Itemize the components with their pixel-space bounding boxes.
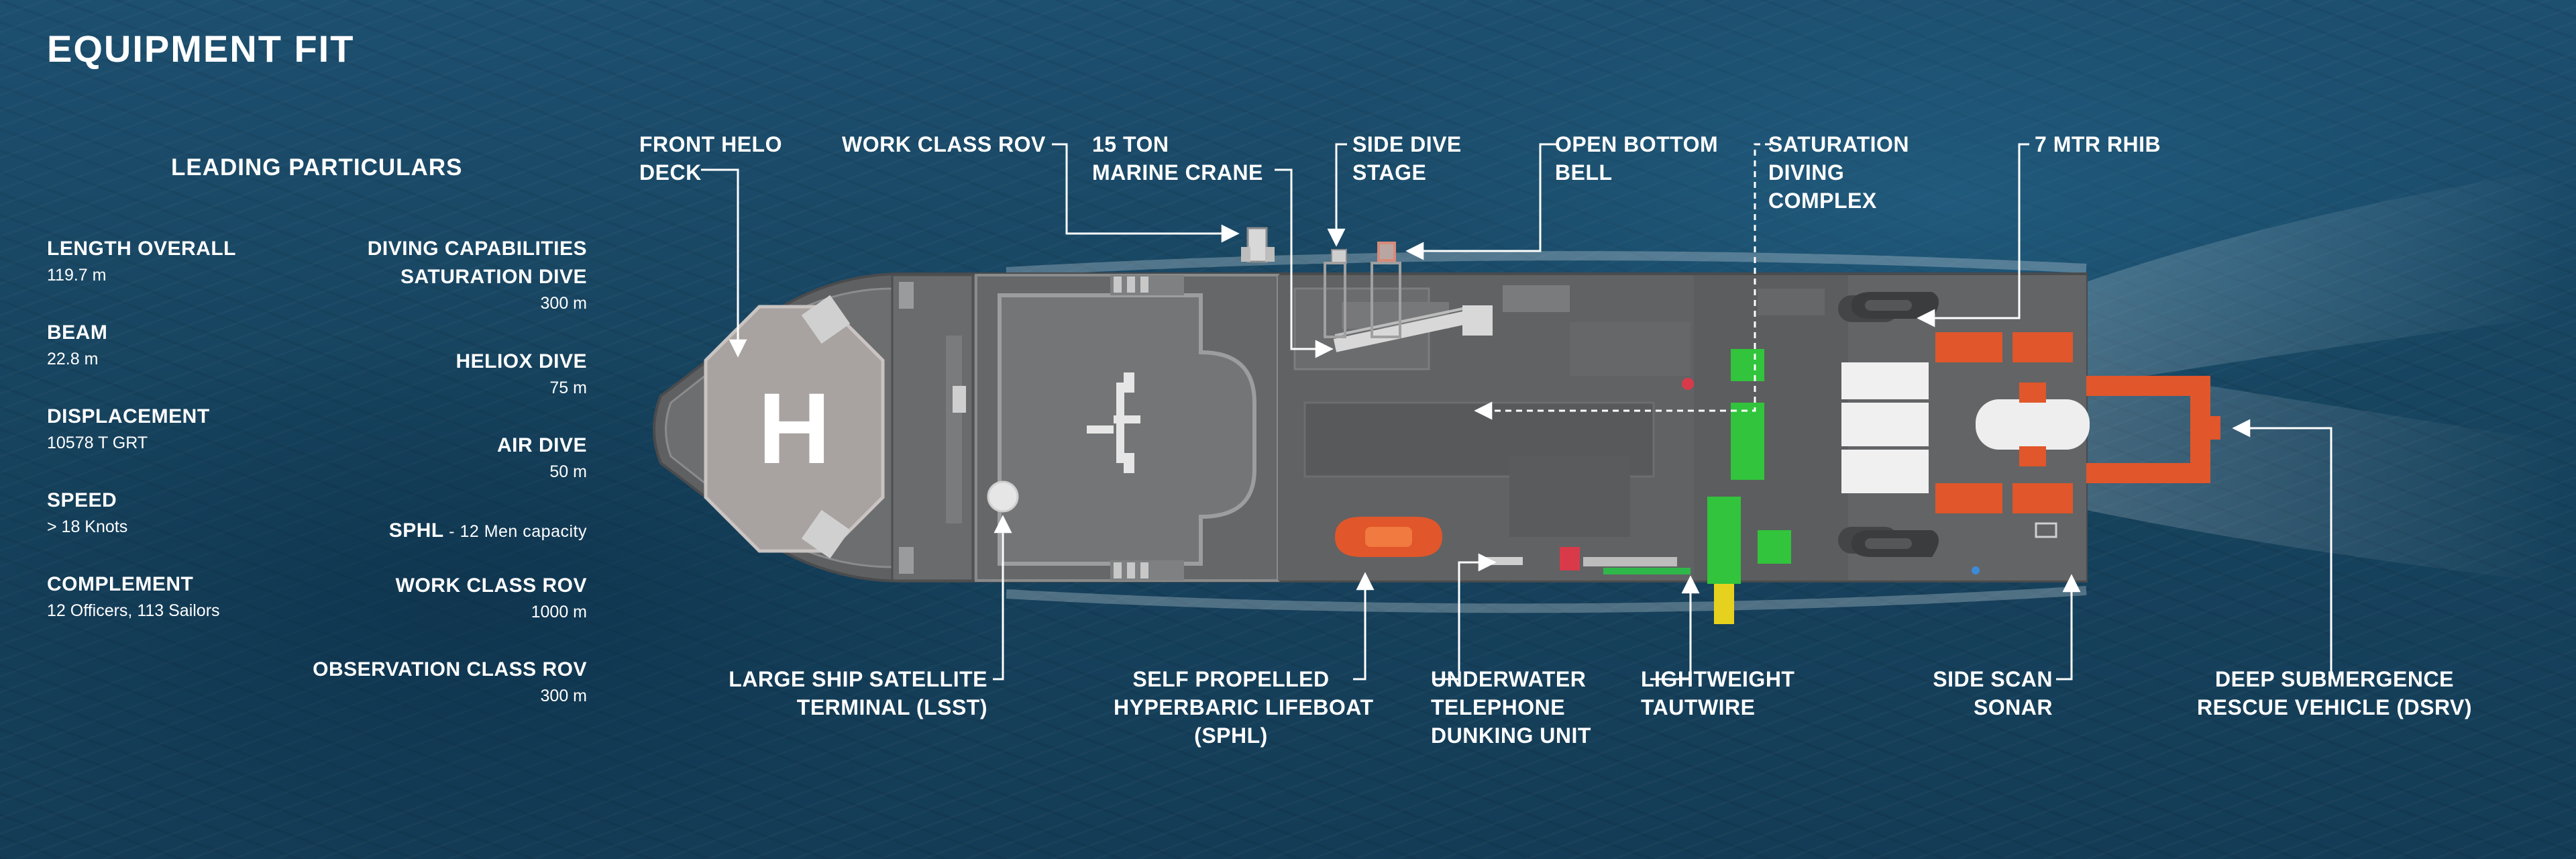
spec-label: HELIOX DIVE xyxy=(455,350,587,372)
helipad xyxy=(704,305,885,553)
spec-value: > 18 Knots xyxy=(47,517,128,536)
spec-observation-class-rov: OBSERVATION CLASS ROV 300 m xyxy=(292,656,587,708)
saturation-leader xyxy=(1474,143,1771,420)
spec-value: 1000 m xyxy=(531,603,587,621)
spec-value: 300 m xyxy=(540,294,587,313)
spec-label: OBSERVATION CLASS ROV xyxy=(313,658,587,680)
callout-rhib: 7 MTR RHIB xyxy=(2035,132,2161,156)
leader-lines xyxy=(701,143,2332,680)
bridge-inner xyxy=(998,293,1256,566)
open-bottom-bell xyxy=(1377,242,1396,262)
spec-value: - 12 Men capacity xyxy=(443,522,587,541)
spec-label: BEAM xyxy=(47,321,108,344)
spec-length: LENGTH OVERALL 119.7 m xyxy=(47,235,236,287)
spec-label: SATURATION DIVE xyxy=(400,266,587,288)
spec-label: DIVING CAPABILITIES xyxy=(367,238,587,260)
spec-label: SPEED xyxy=(47,489,117,511)
spec-label: COMPLEMENT xyxy=(47,573,194,595)
spec-diving: DIVING CAPABILITIES SATURATION DIVE 300 … xyxy=(292,235,587,315)
spec-value: 22.8 m xyxy=(47,350,99,368)
spec-label: AIR DIVE xyxy=(496,434,587,456)
rhib-top xyxy=(1851,292,1939,319)
lsst-dome xyxy=(987,481,1019,513)
particulars-heading: LEADING PARTICULARS xyxy=(171,154,463,181)
spec-value: 75 m xyxy=(549,378,587,397)
marine-crane xyxy=(1333,305,1493,352)
spec-value: 50 m xyxy=(549,462,587,481)
spec-speed: SPEED > 18 Knots xyxy=(47,487,127,539)
rhib-bottom xyxy=(1851,530,1939,557)
sphl-lifeboat xyxy=(1335,517,1442,557)
spec-label: WORK CLASS ROV xyxy=(395,574,587,597)
spec-value: 119.7 m xyxy=(47,266,107,285)
work-class-rov-unit xyxy=(1246,227,1268,263)
spec-air: AIR DIVE 50 m xyxy=(292,432,587,484)
side-dive-stage xyxy=(1331,249,1347,264)
spec-complement: COMPLEMENT 12 Officers, 113 Sailors xyxy=(47,570,220,623)
dsrv-a-frame xyxy=(2086,376,2210,483)
wake-side-port xyxy=(1006,251,2087,276)
spec-label: DISPLACEMENT xyxy=(47,405,210,427)
callout-work-class-rov: WORK CLASS ROV xyxy=(842,132,1046,156)
spec-value: 10578 T GRT xyxy=(47,434,148,452)
spec-displacement: DISPLACEMENT 10578 T GRT xyxy=(47,403,210,455)
spec-sphl: SPHL - 12 Men capacity xyxy=(292,517,587,546)
spec-label: LENGTH OVERALL xyxy=(47,238,236,260)
tautwire-yellow xyxy=(1714,584,1734,624)
page-title: EQUIPMENT FIT xyxy=(47,28,355,70)
spec-beam: BEAM 22.8 m xyxy=(47,319,107,371)
wake-side-starboard xyxy=(1006,586,2087,613)
helipad-letter: H xyxy=(758,372,830,485)
spec-value: 12 Officers, 113 Sailors xyxy=(47,601,220,620)
spec-heliox: HELIOX DIVE 75 m xyxy=(292,348,587,400)
antenna-mast xyxy=(1087,383,1140,463)
bow-block-top xyxy=(801,295,851,344)
spec-work-class-rov: WORK CLASS ROV 1000 m xyxy=(292,572,587,624)
tautwire-green xyxy=(1707,497,1741,584)
telephone-unit xyxy=(1560,547,1580,570)
bow-block-bottom xyxy=(801,509,851,559)
spec-value: 300 m xyxy=(540,687,587,705)
spec-label: SPHL xyxy=(388,519,444,542)
dsrv-vehicle xyxy=(1976,399,2090,450)
